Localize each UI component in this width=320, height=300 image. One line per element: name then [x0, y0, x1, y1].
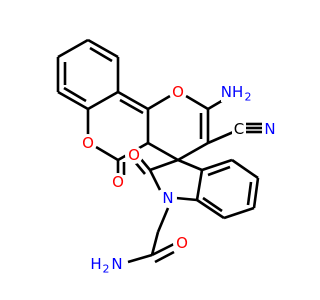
indole-nitrogen-label: N [162, 189, 173, 207]
bond [87, 38, 119, 59]
bond [117, 90, 149, 111]
bond [147, 141, 179, 162]
bond [57, 38, 89, 59]
atom-labels: O O O O NH 2 C N N O H 2 N [79, 82, 278, 276]
bond [149, 158, 179, 172]
coumarin-benzene-ring [56, 38, 120, 111]
bond [185, 94, 209, 111]
bond [202, 196, 223, 213]
amide-subscript-label: 2 [103, 263, 110, 276]
bond [87, 90, 119, 111]
bond [119, 98, 144, 115]
amide-n-label: N [111, 255, 122, 273]
oxindole-ring [134, 157, 204, 202]
nitrile-nitrogen-label: N [264, 120, 275, 138]
bond [95, 145, 119, 162]
oxindole-carbonyl-oxygen-label: O [128, 146, 140, 164]
oxindole-benzene-ring [196, 158, 260, 220]
amide-h-label: H [90, 255, 101, 273]
lactone-carbonyl-oxygen-label: O [112, 173, 124, 191]
bond [150, 231, 160, 256]
amide-oxygen-label: O [176, 234, 188, 252]
molecule-structure: O O O O NH 2 C N N O H 2 N [56, 38, 278, 276]
bond [151, 242, 175, 257]
pyran-ring [147, 94, 262, 162]
bond [231, 158, 259, 180]
bond [127, 253, 153, 264]
molecule-canvas: O O O O NH 2 C N N O H 2 N [56, 38, 278, 276]
acetamide-chain [127, 207, 175, 264]
bond [207, 165, 231, 177]
bond [139, 157, 151, 171]
bond [177, 158, 203, 172]
bond [134, 161, 146, 175]
amino-subscript-label: 2 [245, 91, 252, 104]
bond [148, 169, 162, 191]
bond [246, 181, 253, 206]
bond [57, 90, 89, 111]
bond [177, 141, 209, 162]
pyran-oxygen-label: O [172, 83, 184, 101]
bond [223, 206, 255, 220]
bond [201, 158, 233, 172]
bond [156, 207, 170, 233]
bond [89, 46, 113, 63]
lactone-ring-oxygen-label: O [82, 134, 94, 152]
bond [252, 177, 260, 209]
bond [195, 169, 204, 201]
bond [175, 196, 198, 202]
bond [154, 250, 175, 264]
nitrile-carbon-label: C [234, 120, 244, 138]
bond [196, 198, 225, 220]
bond [63, 86, 87, 103]
bond [147, 94, 171, 111]
amino-group-label: NH [221, 83, 244, 101]
